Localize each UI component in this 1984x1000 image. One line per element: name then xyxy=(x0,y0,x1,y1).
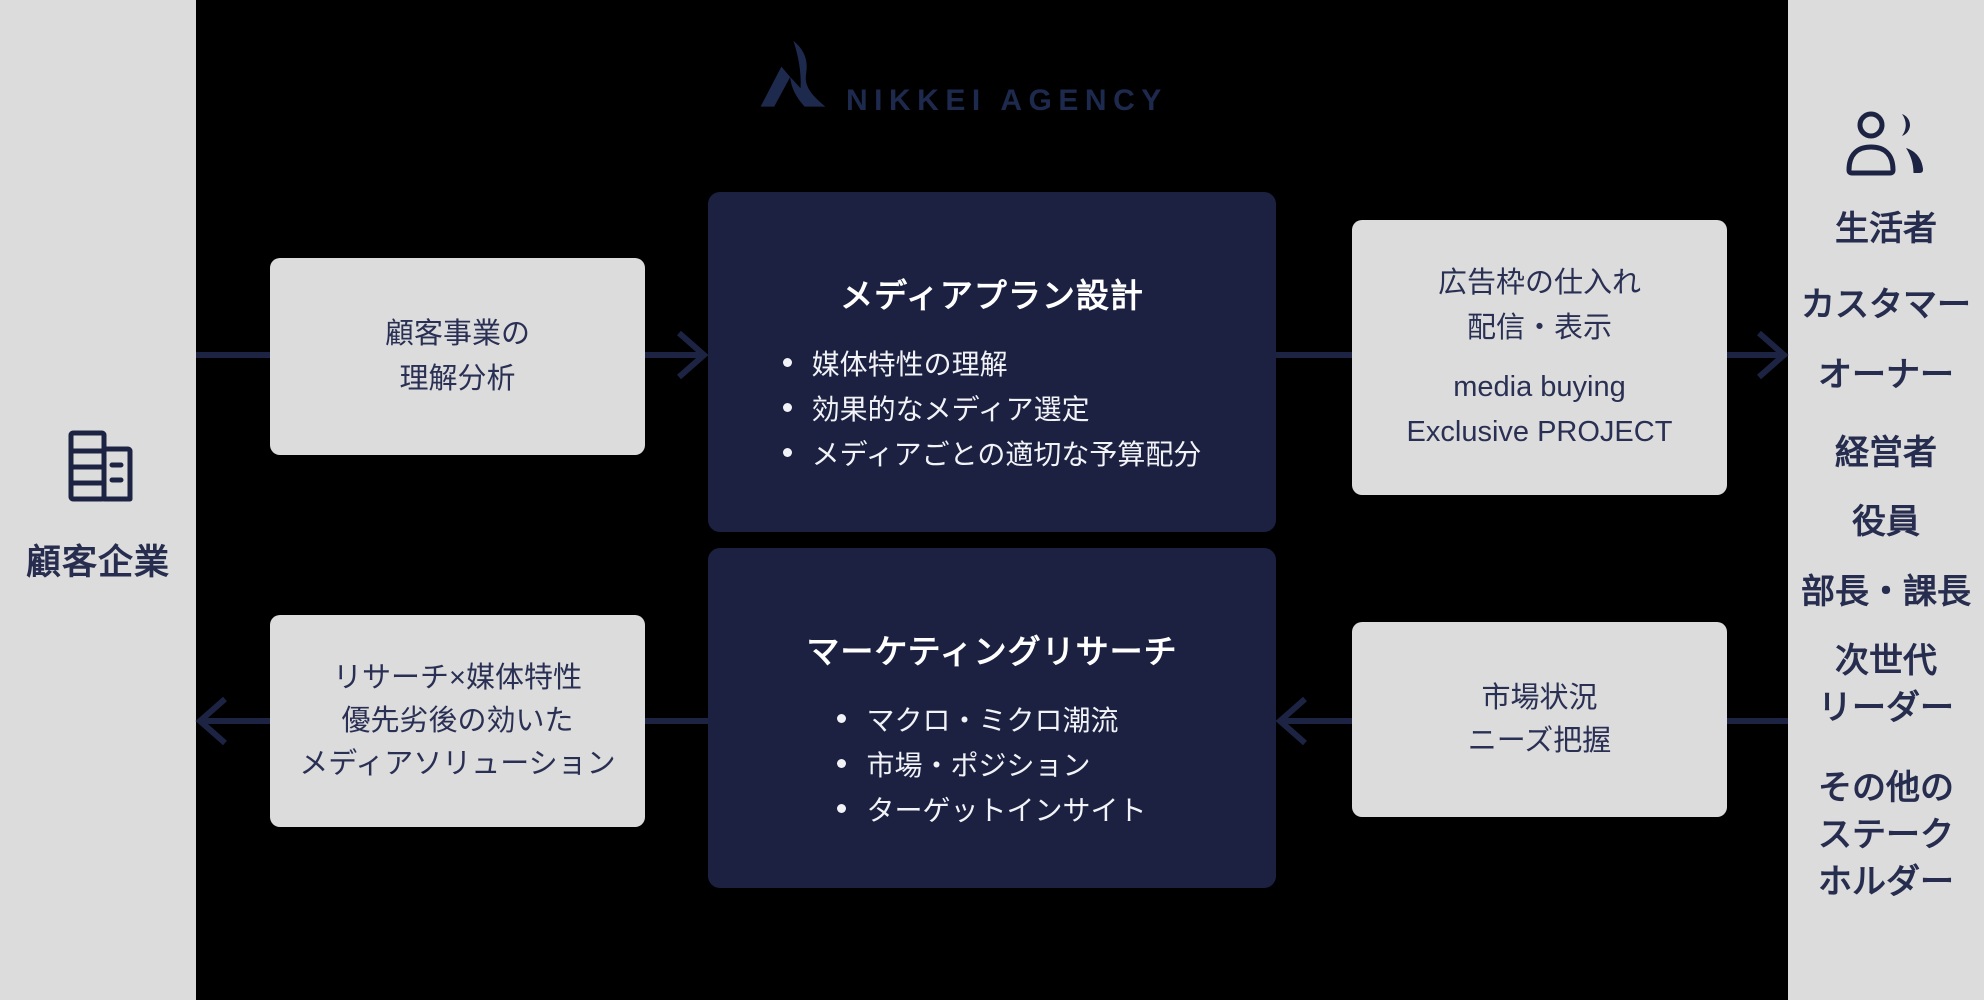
bullet-dot-icon xyxy=(837,804,847,813)
bullet-item: メディアごとの適切な予算配分 xyxy=(782,430,1201,475)
media-solution-box: リサーチ×媒体特性 優先劣後の効いた メディアソリューション xyxy=(270,615,645,827)
bullet-item: マクロ・ミクロ潮流 xyxy=(837,696,1146,741)
bullet-dot-icon xyxy=(782,358,792,367)
stakeholder-item: 部長・課長 xyxy=(1801,573,1971,611)
bullet-dot-icon xyxy=(782,448,792,457)
stakeholder-item: その他の ステーク ホルダー xyxy=(1818,769,1954,901)
bullet-item: 効果的なメディア選定 xyxy=(782,385,1202,430)
box-line: 配信・表示 xyxy=(1466,311,1612,344)
arrowhead-right-icon xyxy=(677,330,709,380)
media-plan-bullets: 媒体特性の理解 効果的なメディア選定 メディアごとの適切な予算配分 xyxy=(782,340,1202,475)
box-line: media buying xyxy=(1453,370,1626,403)
marketing-research-title: マーケティングリサーチ xyxy=(806,633,1178,670)
company-building-icon xyxy=(68,430,133,502)
media-plan-title: メディアプラン設計 xyxy=(840,277,1144,314)
arrowhead-right-icon xyxy=(1757,330,1789,380)
arrowhead-left-icon xyxy=(195,696,227,746)
bullet-item: 媒体特性の理解 xyxy=(782,340,1202,385)
stakeholder-item: 次世代 リーダー xyxy=(1818,642,1954,727)
box-line: 顧客事業の xyxy=(384,317,530,350)
bullet-dot-icon xyxy=(837,759,847,768)
box-line: ニーズ把握 xyxy=(1467,724,1612,757)
customer-understanding-box: 顧客事業の 理解分析 xyxy=(270,258,645,455)
brand-wordmark: NIKKEI AGENCY xyxy=(846,84,1168,117)
box-line: 理解分析 xyxy=(399,362,516,395)
stakeholder-item: カスタマー xyxy=(1801,286,1971,324)
marketing-research-bullets: マクロ・ミクロ潮流 市場・ポジション ターゲットインサイト xyxy=(837,696,1147,831)
arrowhead-left-icon xyxy=(1275,696,1307,746)
box-line: 優先劣後の効いた xyxy=(341,704,574,737)
box-line: メディアソリューション xyxy=(299,747,616,780)
box-line: リサーチ×媒体特性 xyxy=(333,661,582,694)
stakeholder-item: オーナー xyxy=(1818,356,1954,394)
nikkei-a-mark-icon xyxy=(760,41,826,107)
bullet-item: 市場・ポジション xyxy=(837,741,1146,786)
marketing-research-box: マーケティングリサーチ マクロ・ミクロ潮流 市場・ポジション ターゲットインサイ… xyxy=(708,548,1276,888)
media-plan-box: メディアプラン設計 媒体特性の理解 効果的なメディア選定 メディアごとの適切な予… xyxy=(708,192,1276,532)
stakeholder-item: 経営者 xyxy=(1835,434,1937,472)
bullet-item: ターゲットインサイト xyxy=(837,786,1147,831)
stakeholder-item: 生活者 xyxy=(1835,210,1937,248)
box-line: 市場状況 xyxy=(1481,681,1598,714)
stakeholders-panel: 生活者 カスタマー オーナー 経営者 役員 部長・課長 次世代 リーダー その他… xyxy=(1788,0,1984,1000)
people-icon xyxy=(1846,111,1924,176)
customer-company-panel: 顧客企業 xyxy=(0,0,196,1000)
bullet-dot-icon xyxy=(837,714,847,723)
market-needs-box: 市場状況 ニーズ把握 xyxy=(1352,622,1727,817)
ad-buying-box: 広告枠の仕入れ 配信・表示 media buying Exclusive PRO… xyxy=(1352,220,1727,495)
customer-company-label: 顧客企業 xyxy=(25,543,170,582)
box-line: 広告枠の仕入れ xyxy=(1437,266,1641,299)
box-line: Exclusive PROJECT xyxy=(1406,415,1673,448)
bullet-dot-icon xyxy=(782,403,792,412)
stakeholder-item: 役員 xyxy=(1852,503,1920,541)
